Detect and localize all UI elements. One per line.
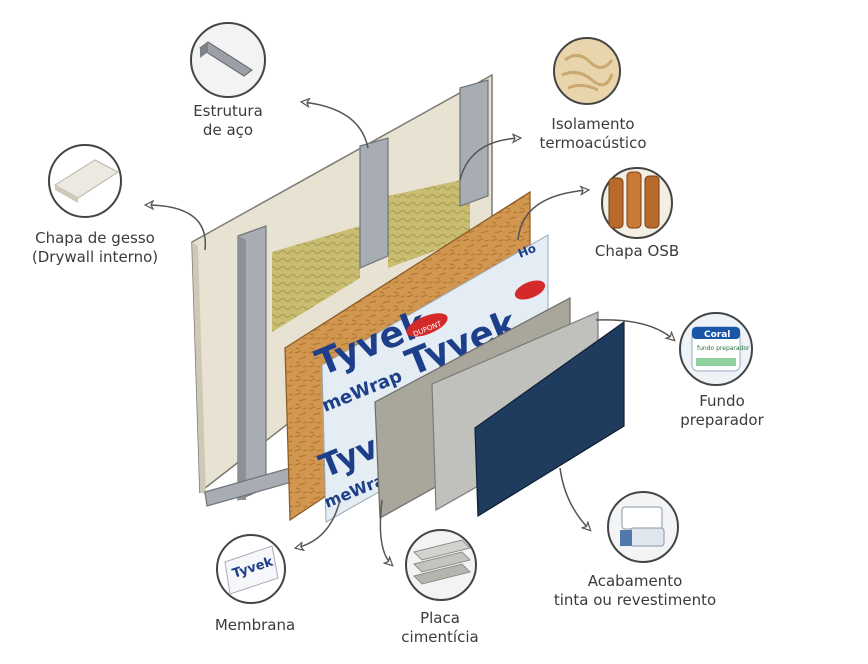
steel-stud-1-flange (238, 236, 246, 500)
steel-beam-icon (190, 22, 266, 98)
wool-insulation-icon (553, 37, 621, 105)
dupont-logo: DUPONT (406, 280, 546, 338)
arrow-primer (595, 319, 674, 340)
steel-stud-3 (459, 79, 489, 207)
finish-layer (474, 320, 625, 518)
insulation-layer (272, 226, 360, 332)
arrow-membrane (296, 499, 341, 548)
coral-sub-text: fundo preparador (697, 345, 750, 352)
label-gypsum-board: Chapa de gesso (Drywall interno) (31, 229, 159, 266)
arrow-steel (302, 102, 369, 149)
paint-bucket-icon (607, 491, 679, 563)
arrow-gypsum (146, 205, 207, 251)
homewrap-top-text: Ho (516, 241, 538, 261)
callout-arrows (146, 102, 674, 565)
gypsum-board-icon (48, 144, 122, 218)
membrane-roll-icon: Tyvek (216, 534, 286, 604)
cement-boards-icon (405, 529, 477, 601)
coral-brand-text: Coral (704, 330, 730, 340)
wood-planks-icon (601, 167, 673, 239)
label-insulation: Isolamento termoacústico (539, 115, 647, 152)
arrow-cement (379, 499, 392, 565)
arrow-osb (517, 190, 588, 241)
label-membrane: Membrana (214, 616, 296, 634)
gypsum-board-edge (192, 242, 206, 495)
label-osb: Chapa OSB (594, 242, 680, 260)
label-steel-structure: Estrutura de aço (193, 102, 263, 139)
paint-can-icon: Coral fundo preparador (679, 312, 753, 386)
label-primer: Fundo preparador (680, 392, 764, 429)
arrow-finish (559, 467, 590, 530)
label-finish: Acabamento tinta ou revestimento (553, 572, 717, 609)
steel-stud-2 (359, 137, 389, 269)
label-cement-board: Placa cimentícia (401, 609, 479, 646)
arrow-insulation (459, 138, 520, 181)
